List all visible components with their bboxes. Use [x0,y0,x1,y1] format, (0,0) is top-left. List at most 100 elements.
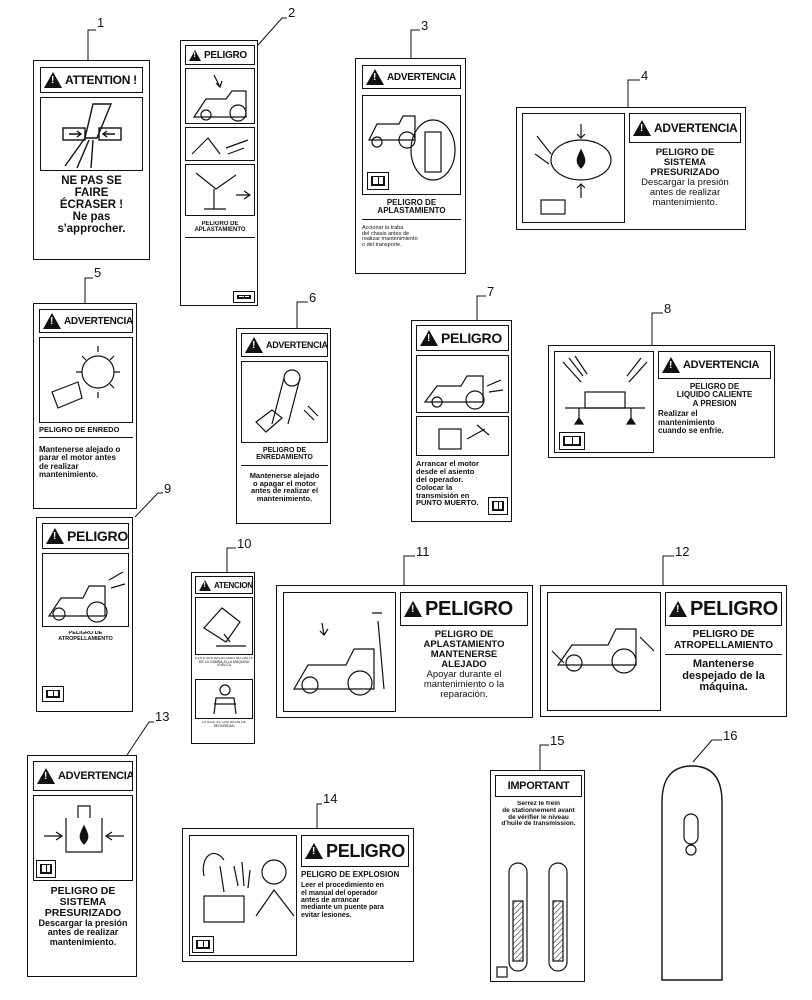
decal-11: PELIGRO PELIGRO DE APLASTAMIENTO MANTENE… [276,585,533,718]
decal-14: PELIGRO PELIGRO DE EXPLOSION Leer el pro… [182,828,414,962]
callout-7: 7 [487,284,495,299]
decal-15: IMPORTANT Serrez le frein de stationneme… [490,770,585,982]
decal-10-text-1: EVITE SER APLASTADO NO SALTE DE LA CABIN… [195,657,253,668]
decal-8-header-text: ADVERTENCIA [683,359,760,371]
decal-14-line: antes de arrancar [301,897,360,905]
decal-6: ADVERTENCIA PELIGRO DE ENREDAMIENTO Mant… [236,328,331,524]
frame-lock-icon [368,115,456,181]
warning-triangle-icon [669,601,687,617]
decal-15-line: Serrez le frein [517,801,560,807]
decal-9-title: PELIGRO DE ATROPELLAMIENTO [58,631,113,642]
decal-15-line: de stationnement avant [502,806,575,814]
decal-7: PELIGRO Arrancar el motor desde el asie [411,320,512,522]
decal-3-title: PELIGRO DE APLASTAMIENTO [362,199,461,220]
decal-14-line: el manual del operador [301,889,378,897]
callout-10: 10 [237,536,252,551]
crush-hazard-icon [191,137,249,155]
battery-explosion-icon [202,853,295,923]
decal-6-pictogram [241,361,328,443]
warning-triangle-icon [245,337,263,353]
decal-15-line: de vérifier le niveau [508,813,569,821]
decal-6-header-text: ADVERTENCIA [266,340,328,350]
decal-2-header: PELIGRO [185,45,255,65]
decal-7-header-text: PELIGRO [441,330,502,346]
decal-9-text: PELIGRO DE ATROPELLAMIENTO [42,631,129,681]
decal-12-line: máquina. [699,681,748,694]
decal-6-line: o apagar el motor [253,478,316,488]
decal-9-header: PELIGRO [42,523,129,549]
loader-runover-icon [551,628,655,674]
decal-8-pictogram [554,351,654,453]
decal-4-line: antes de realizar [649,186,721,198]
decal-4: ADVERTENCIA PELIGRO DE SISTEMA PRESURIZA… [516,107,746,230]
decal-4-header: ADVERTENCIA [629,113,741,143]
warning-triangle-icon [366,69,384,85]
decal-6-title: PELIGRO DE ENREDAMIENTO [241,447,328,466]
decal-12-line: despejado de la [682,669,765,682]
callout-15: 15 [550,733,565,748]
callout-1: 1 [97,15,105,30]
dipstick-gauges-icon [496,862,568,978]
decal-12-line: PELIGRO DE [692,630,755,640]
manual-book-icon [233,291,255,303]
decal-2-header-text: PELIGRO [204,49,247,61]
decal-11-line: reparación. [440,688,488,700]
divider [185,236,255,238]
callout-9: 9 [164,481,172,496]
decal-7-line: desde el asiento [416,466,475,476]
callout-5: 5 [94,265,102,280]
decal-7-header: PELIGRO [416,325,509,351]
decal-2-text: PELIGRO DE APLASTAMIENTO [185,221,255,301]
decal-5-header: ADVERTENCIA [39,309,133,333]
decal-9-header-text: PELIGRO [67,528,128,544]
manual-book-icon [367,172,389,190]
decal-7-line: Colocar la [416,482,453,492]
warning-triangle-icon [404,601,422,617]
decal-1-header: ATTENTION ! [40,67,143,93]
callout-16: 16 [723,728,738,743]
decal-13-line: PELIGRO DE [50,886,116,897]
decal-10: ATENCION EVITE SER APLASTADO NO SALTE DE… [191,572,255,744]
decal-12-header: PELIGRO [665,592,782,626]
decal-12-pictogram [547,592,661,711]
warning-triangle-icon [46,528,64,544]
decal-14-header-text: PELIGRO [326,840,405,861]
decal-7-line: del operador. [416,474,464,484]
pressurized-system-icon [534,124,612,215]
decal-14-line: Leer el procedimiento en [301,882,384,890]
decal-4-line: SISTEMA [663,156,707,168]
decal-5-title: PELIGRO DE ENREDO [39,426,133,438]
loader-runover-icon [423,375,504,410]
rollover-icon [203,607,246,647]
decal-3-pictogram [362,95,461,195]
decal-13-line: SISTEMA [59,896,107,909]
hot-liquid-icon [562,355,648,425]
loader-icon [192,74,247,122]
decal-13-text: PELIGRO DE SISTEMA PRESURIZADO Descargar… [33,886,133,974]
decal-3-header-text: ADVERTENCIA [387,71,456,83]
decal-4-line: mantenimiento. [652,196,718,208]
decal-1-line: ÉCRASER ! [59,199,124,212]
decal-6-line: antes de realizar el [250,486,319,496]
decal-1-line: Ne pas [72,211,111,224]
decal-7-line: transmisión en [416,490,470,500]
decal-7-line: PUNTO MUERTO. [416,498,479,508]
decal-14-text: PELIGRO DE EXPLOSION Leer el procedimien… [301,871,409,957]
callout-4: 4 [641,68,649,83]
decal-10-text-2: UTILICE EL CINTURON DE SEGURIDAD [202,721,246,728]
decal-5-line: parar el motor antes [39,453,116,463]
decal-8-line: LIQUIDO CALIENTE [676,390,753,400]
decal-5: ADVERTENCIA PELIGRO DE ENREDO Mantenerse… [33,303,137,509]
loader-crush-icon [292,612,385,696]
decal-3-text: PELIGRO DE APLASTAMIENTO Accionar la tra… [362,199,461,269]
decal-12-line: ATROPELLAMIENTO [665,640,782,655]
decal-8-line: A PRESION [692,398,737,408]
decal-11-text: PELIGRO DE APLASTAMIENTO MANTENERSE ALEJ… [400,630,528,714]
pressurized-system-icon [44,805,124,853]
decal-15-header: IMPORTANT [495,775,582,797]
decal-1-text: NE PAS SE FAIRE ÉCRASER ! Ne pas s'appro… [40,175,143,253]
ignition-icon [438,424,490,450]
decal-7-pictogram-2 [416,416,509,456]
decal-12-line: Mantenerse [692,658,755,670]
